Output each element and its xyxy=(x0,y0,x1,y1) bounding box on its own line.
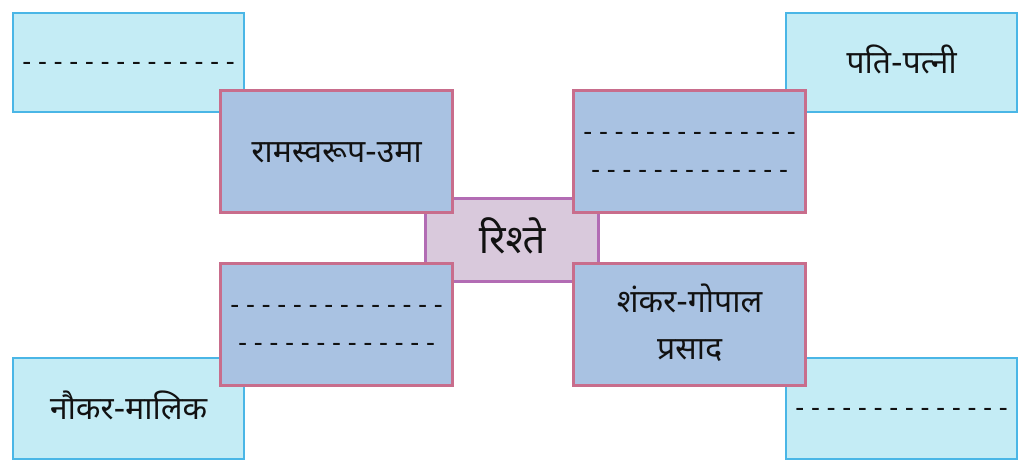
blank-placeholder: -------------- xyxy=(791,392,1012,423)
blank-placeholder: ------------- xyxy=(234,327,439,358)
outer-box-top-right: पति-पत्नी xyxy=(785,12,1018,113)
blank-placeholder: -------------- xyxy=(18,46,239,77)
inner-box-top-right: -------------- ------------- xyxy=(572,89,807,214)
blank-lines: -------------- ------------- xyxy=(227,287,446,362)
outer-label-bottom-left: नौकर-मालिक xyxy=(49,389,208,428)
blank-placeholder: -------------- xyxy=(226,289,447,320)
inner-box-bottom-right: शंकर-गोपाल प्रसाद xyxy=(572,262,807,387)
blank-lines: -------------- ------------- xyxy=(580,114,799,189)
outer-box-bottom-left: नौकर-मालिक xyxy=(12,357,245,460)
outer-label-top-right: पति-पत्नी xyxy=(846,43,957,82)
inner-label-line: शंकर-गोपाल xyxy=(616,282,763,321)
center-label: रिश्ते xyxy=(478,217,546,263)
outer-box-bottom-right: -------------- xyxy=(785,357,1018,460)
inner-label-bottom-right: शंकर-गोपाल प्रसाद xyxy=(617,278,762,371)
inner-box-top-left: रामस्वरूप-उमा xyxy=(219,89,454,214)
outer-box-top-left: -------------- xyxy=(12,12,245,113)
blank-placeholder: ------------- xyxy=(587,154,792,185)
blank-placeholder: -------------- xyxy=(579,116,800,147)
inner-label-line: प्रसाद xyxy=(656,328,723,367)
inner-label-top-left: रामस्वरूप-उमा xyxy=(251,132,422,171)
inner-box-bottom-left: -------------- ------------- xyxy=(219,262,454,387)
